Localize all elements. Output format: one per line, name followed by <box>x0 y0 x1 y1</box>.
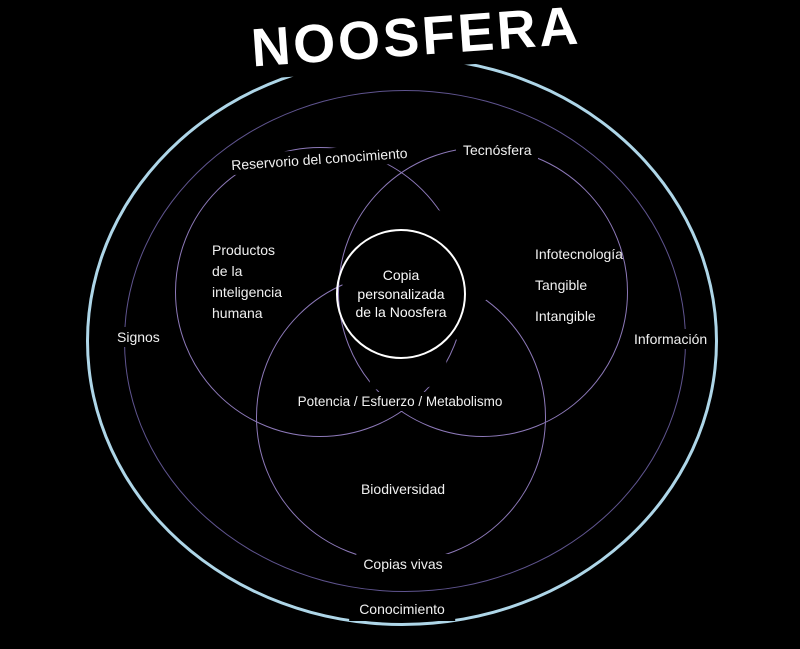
label-signos: Signos <box>110 327 167 347</box>
label-biodiversidad: Biodiversidad <box>360 481 446 497</box>
label-potencia-esfuerzo-metabolismo: Potencia / Esfuerzo / Metabolismo <box>290 392 510 411</box>
label-copias-vivas: Copias vivas <box>356 554 450 574</box>
person-head-icon <box>479 473 507 506</box>
tech-item-tangible: Tangible <box>535 277 588 293</box>
person-head-icon <box>428 506 456 539</box>
tech-item-infotecnologia: Infotecnología <box>535 246 623 262</box>
person-head-icon <box>344 506 372 539</box>
text-technosphere-items: Infotecnología Tangible Intangible <box>535 246 623 339</box>
center-circle-label: Copia personalizada de la Noosfera <box>355 266 447 321</box>
person-head-icon <box>288 475 316 508</box>
center-circle: Copia personalizada de la Noosfera <box>336 229 466 359</box>
tech-item-intangible: Intangible <box>535 308 596 324</box>
label-conocimiento: Conocimiento <box>349 597 455 621</box>
text-productos-inteligencia-humana: Productos de la inteligencia humana <box>212 242 283 321</box>
label-tecnosfera: Tecnósfera <box>456 140 539 160</box>
label-informacion: Información <box>627 329 715 349</box>
